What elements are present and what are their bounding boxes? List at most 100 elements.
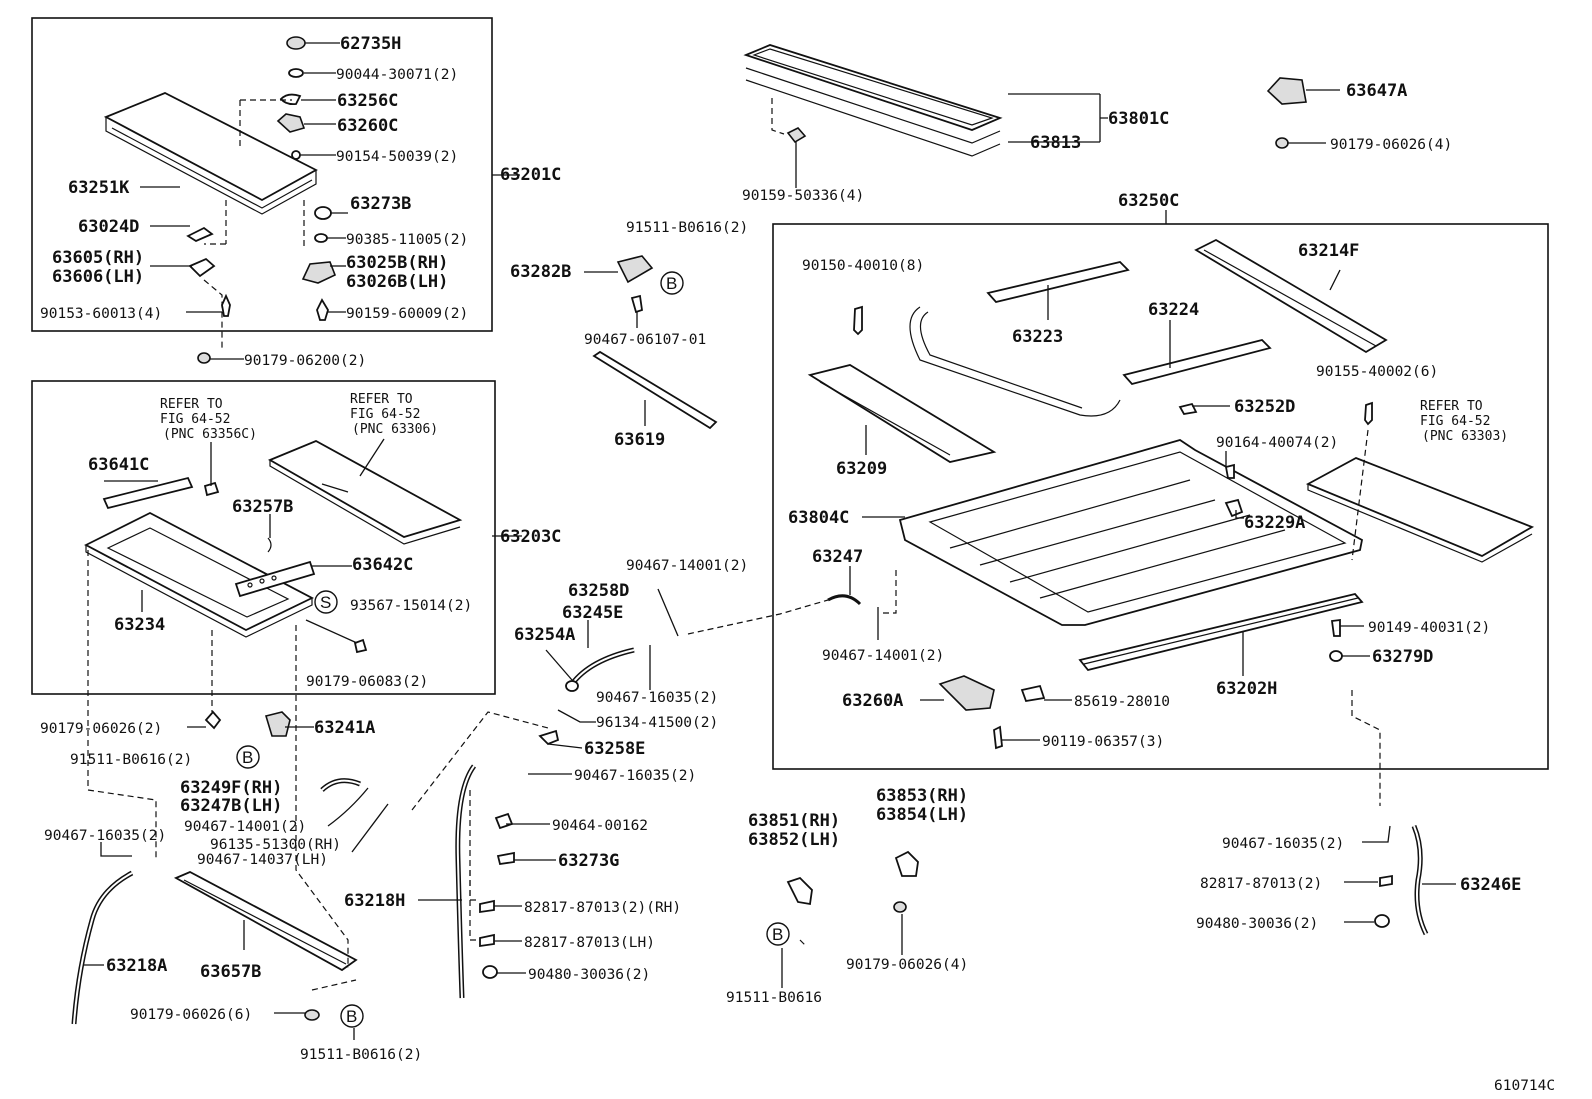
label-63273b: 63273B — [350, 194, 411, 214]
label-63224: 63224 — [1148, 300, 1199, 320]
label-63254a: 63254A — [514, 625, 575, 645]
label-63273g: 63273G — [558, 851, 619, 871]
label-63260a: 63260A — [842, 691, 903, 711]
label-63258d: 63258D — [568, 581, 629, 601]
label-63853: 63853(RH) — [876, 786, 968, 806]
small-parts-box2 — [203, 481, 368, 737]
label-refer2-b: FIG 64-52 — [350, 407, 420, 422]
label-91511-top: 91511-B0616(2) — [626, 220, 748, 236]
label-63642c: 63642C — [352, 555, 413, 575]
glass-63801c — [743, 44, 1003, 157]
rail-63214f — [1194, 238, 1388, 354]
label-90154: 90154-50039(2) — [336, 149, 458, 165]
tube-63218h — [455, 764, 477, 999]
label-90467-16035-right: 90467-16035(2) — [1222, 836, 1344, 852]
label-91511-bottom: 91511-B0616(2) — [300, 1047, 422, 1063]
bracket-63657b — [173, 871, 358, 972]
label-90164: 90164-40074(2) — [1216, 435, 1338, 451]
label-96134: 96134-41500(2) — [596, 715, 718, 731]
label-63249f: 63249F(RH) — [180, 778, 282, 798]
svg-text:S: S — [320, 593, 331, 612]
shade-refer-63303 — [1305, 457, 1535, 563]
label-63218a: 63218A — [106, 956, 167, 976]
label-63229a: 63229A — [1244, 513, 1305, 533]
small-parts-box1 — [186, 36, 337, 364]
label-91511-single: 91511-B0616 — [726, 990, 822, 1006]
label-63657b: 63657B — [200, 962, 261, 982]
label-90480-mid: 90480-30036(2) — [528, 967, 650, 983]
label-refer2-c: (PNC 63306) — [352, 422, 438, 437]
bracket-63647a — [1266, 77, 1307, 149]
small-parts-box3 — [827, 305, 1373, 750]
label-63804c: 63804C — [788, 508, 849, 528]
label-90464: 90464-00162 — [552, 818, 648, 834]
label-63282b: 63282B — [510, 262, 571, 282]
label-90179-06026-6: 90179-06026(6) — [130, 1007, 252, 1023]
frame-63223 — [909, 261, 1130, 417]
tube-63246e — [1411, 825, 1429, 936]
label-63606: 63606(LH) — [52, 267, 144, 287]
label-93567: 93567-15014(2) — [350, 598, 472, 614]
callout-b-4: B — [766, 922, 790, 946]
leader-lines — [84, 42, 1456, 1040]
label-refer1-c: (PNC 63356C) — [163, 427, 257, 442]
label-90150: 90150-40010(8) — [802, 258, 924, 274]
label-63647a: 63647A — [1346, 81, 1407, 101]
seal-63619 — [592, 350, 718, 430]
label-82817-right: 82817-87013(2) — [1200, 876, 1322, 892]
box-63250c — [772, 223, 1549, 770]
label-63214f: 63214F — [1298, 241, 1359, 261]
label-refer1-b: FIG 64-52 — [160, 412, 230, 427]
rail-63641c — [102, 476, 194, 510]
label-90467-14001-top: 90467-14001(2) — [626, 558, 748, 574]
svg-text:B: B — [772, 925, 783, 944]
label-90467-16035-mid2: 90467-16035(2) — [574, 768, 696, 784]
callout-b-3: B — [340, 1004, 364, 1028]
dashed-guides — [87, 98, 1381, 991]
label-63257b: 63257B — [232, 497, 293, 517]
label-90385: 90385-11005(2) — [346, 232, 468, 248]
label-refer3-a: REFER TO — [1420, 399, 1483, 414]
label-90153: 90153-60013(4) — [40, 306, 162, 322]
label-63223: 63223 — [1012, 327, 1063, 347]
figure-number: 610714C — [1494, 1078, 1555, 1094]
rail-63202h — [1078, 592, 1364, 672]
shade-refer-63306 — [267, 440, 463, 545]
label-refer2-a: REFER TO — [350, 392, 413, 407]
label-62735h: 62735H — [340, 34, 401, 54]
label-90179-06026-4b: 90179-06026(4) — [846, 957, 968, 973]
callout-b-2: B — [236, 745, 260, 769]
callout-b-1: B — [660, 271, 684, 295]
label-90467-06107: 90467-06107-01 — [584, 332, 706, 348]
svg-text:B: B — [666, 274, 677, 293]
label-82817-rh: 82817-87013(2)(RH) — [524, 900, 681, 916]
label-63619: 63619 — [614, 430, 665, 450]
label-90467-16035-mid: 90467-16035(2) — [596, 690, 718, 706]
bar-63209 — [807, 364, 997, 463]
part-labels: 62735H 90044-30071(2) 63256C 63260C 9015… — [40, 34, 1555, 1094]
svg-text:B: B — [346, 1007, 357, 1026]
label-63279d: 63279D — [1372, 647, 1433, 667]
label-90467-14001-mid: 90467-14001(2) — [822, 648, 944, 664]
tube-63218a — [71, 870, 134, 1025]
label-63024d: 63024D — [78, 217, 139, 237]
label-63641c: 63641C — [88, 455, 149, 475]
label-63246e: 63246E — [1460, 875, 1521, 895]
hose-63249f — [320, 778, 361, 792]
label-90044: 90044-30071(2) — [336, 67, 458, 83]
label-90467-14037: 90467-14037(LH) — [197, 852, 328, 868]
svg-text:B: B — [242, 748, 253, 767]
label-63258e: 63258E — [584, 739, 645, 759]
label-refer1-a: REFER TO — [160, 397, 223, 412]
label-63247: 63247 — [812, 547, 863, 567]
label-90155: 90155-40002(6) — [1316, 364, 1438, 380]
bracket-63642c — [234, 560, 316, 598]
housing-63804c — [898, 439, 1364, 626]
label-63250c: 63250C — [1118, 191, 1179, 211]
label-63251k: 63251K — [68, 178, 130, 198]
label-90480-right: 90480-30036(2) — [1196, 916, 1318, 932]
label-63813: 63813 — [1030, 133, 1081, 153]
frame-63234 — [84, 511, 314, 638]
label-63852: 63852(LH) — [748, 830, 840, 850]
